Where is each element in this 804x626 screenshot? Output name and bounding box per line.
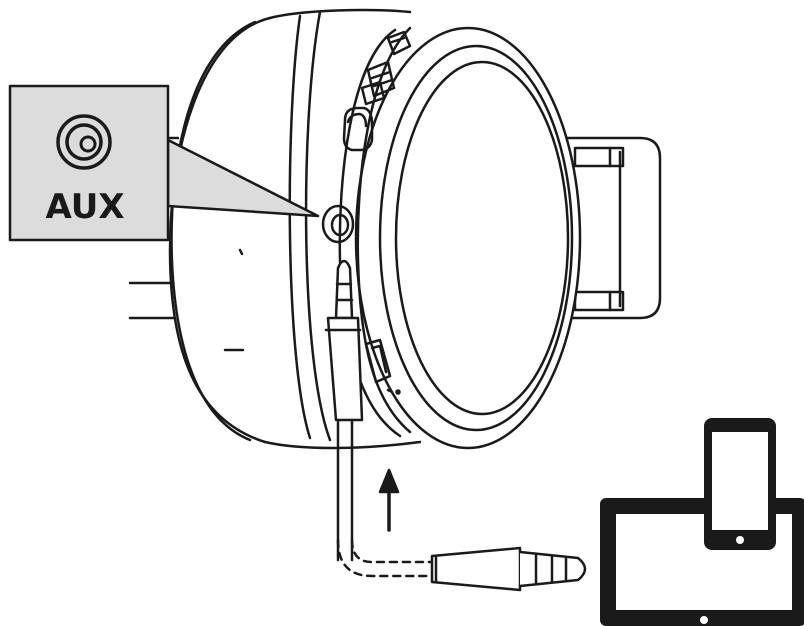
headband-wires xyxy=(128,136,180,320)
arrow-up-icon xyxy=(378,468,400,532)
callout-pointer xyxy=(166,138,320,218)
control-buttons xyxy=(342,30,412,152)
smartphone-icon xyxy=(704,418,776,550)
audio-plug-icon xyxy=(430,546,587,592)
aux-callout: AUX xyxy=(8,84,170,242)
aux-jack-icon xyxy=(56,114,112,170)
earcup-outer-plate xyxy=(338,26,582,450)
usb-port xyxy=(364,338,401,395)
aux-port xyxy=(321,204,355,244)
dashed-cable-path xyxy=(336,538,438,578)
aux-label: AUX xyxy=(45,187,124,227)
earcup-body xyxy=(168,8,422,450)
inserted-audio-cable xyxy=(324,259,364,562)
